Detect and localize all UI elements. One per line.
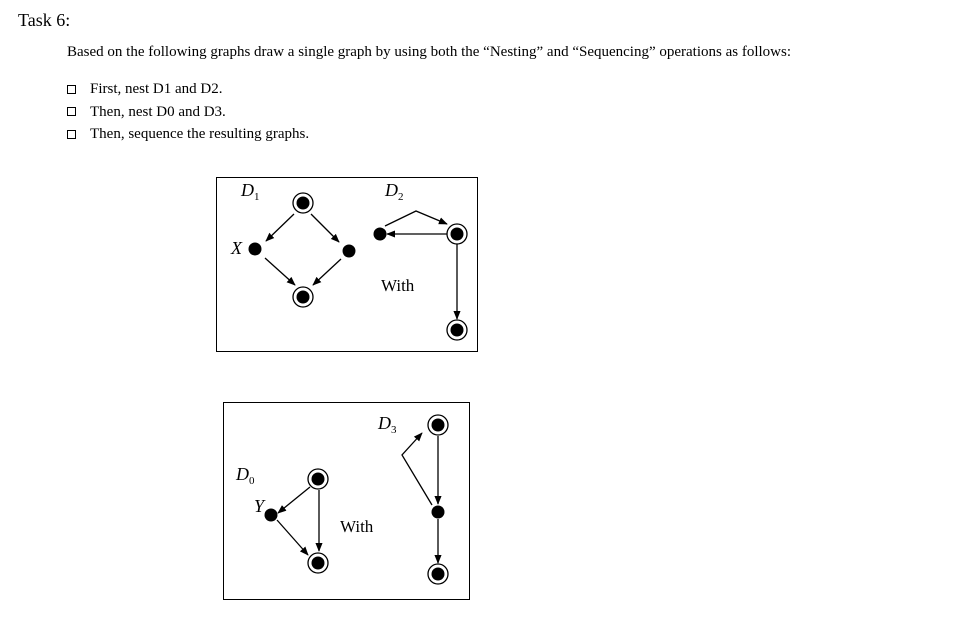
graph-node: [373, 227, 387, 241]
graph-node-start: [292, 192, 314, 214]
graph-node: [342, 244, 356, 258]
graph-edge: [310, 213, 340, 243]
graph-node-y: [264, 508, 278, 522]
figure-d1-d2: D1 X D2 With: [216, 177, 478, 352]
d0-label: D0: [235, 464, 255, 487]
step-text: First, nest D1 and D2.: [90, 81, 223, 97]
checkbox-icon: [67, 84, 76, 94]
graph-node-start: [307, 468, 329, 490]
graph-edge: [276, 519, 309, 556]
graph-node-end: [427, 563, 449, 585]
checkbox-icon: [67, 107, 76, 117]
figure-d0-d3: D0 Y D3 With: [223, 402, 470, 600]
instructions-text: Based on the following graphs draw a sin…: [67, 44, 792, 60]
graph-node: [431, 505, 445, 519]
graph-d1-d2: D1 X D2 With: [230, 180, 468, 341]
graph-node-end: [292, 286, 314, 308]
graph-edge: [277, 486, 311, 514]
graph-node-x: [248, 242, 262, 256]
graph-node-end: [446, 319, 468, 341]
checkbox-icon: [67, 129, 76, 139]
graph-edge: [312, 258, 342, 286]
step-item: Then, nest D0 and D3.: [67, 101, 309, 124]
graph-edge: [264, 257, 296, 286]
graph-node-end: [307, 552, 329, 574]
y-node-label: Y: [254, 496, 266, 516]
graph-edge: [401, 432, 433, 506]
step-text: Then, nest D0 and D3.: [90, 103, 226, 120]
graph-edge: [265, 213, 295, 242]
d1-label: D1: [240, 180, 260, 203]
graph-node-start: [427, 414, 449, 436]
step-item: First, nest D1 and D2.: [67, 78, 309, 101]
with-label: With: [340, 517, 374, 536]
graph-d0-d3: D0 Y D3 With: [235, 413, 449, 585]
graph-node-start: [446, 223, 468, 245]
d3-label: D3: [377, 413, 397, 436]
d2-label: D2: [384, 180, 404, 203]
graph-edge: [384, 210, 448, 227]
step-item: Then, sequence the resulting graphs.: [67, 123, 309, 146]
steps-list: First, nest D1 and D2. Then, nest D0 and…: [67, 78, 309, 146]
task-title: Task 6:: [18, 10, 71, 30]
x-node-label: X: [230, 238, 243, 258]
with-label: With: [381, 276, 415, 295]
step-text: Then, sequence the resulting graphs.: [90, 126, 310, 142]
